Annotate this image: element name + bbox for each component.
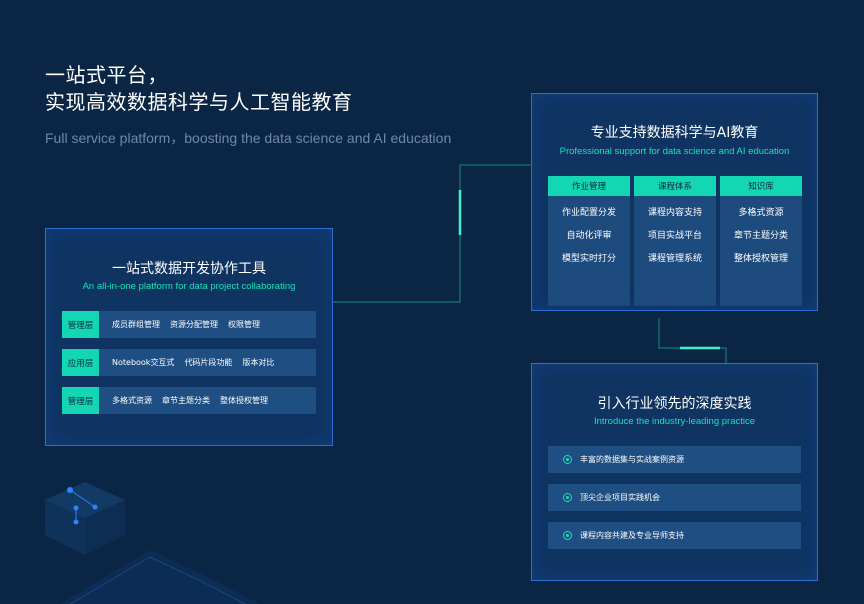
support-card: 专业支持数据科学与AI教育 Professional support for d…: [531, 93, 818, 311]
layer-item: 多格式资源: [112, 396, 152, 405]
hero-title-line1: 一站式平台，: [45, 63, 168, 87]
layer-item: 权限管理: [228, 320, 260, 329]
column-item: 多格式资源: [738, 208, 784, 218]
layer-item: 版本对比: [242, 358, 275, 367]
column-item: 自动化评审: [566, 231, 612, 241]
card-title: 引入行业领先的深度实践: [597, 396, 752, 412]
collaboration-tool-card: 一站式数据开发协作工具 An all-in-one platform for d…: [45, 228, 333, 446]
target-dot-icon: [563, 455, 572, 464]
practice-item: 顶尖企业项目实践机会: [548, 484, 801, 511]
layer-row: 管理层 成员群组管理 资源分配管理 权限管理: [62, 311, 316, 338]
hero-subtitle: Full service platform，boosting the data …: [45, 130, 452, 146]
layer-item: 成员群组管理: [112, 320, 160, 329]
practice-card: 引入行业领先的深度实践 Introduce the industry-leadi…: [531, 363, 818, 581]
layer-tag: 管理层: [62, 387, 99, 414]
layer-row: 应用层 Notebook交互式 代码片段功能 版本对比: [62, 349, 316, 376]
column-item: 作业配置分发: [561, 208, 616, 218]
card-subtitle: Introduce the industry-leading practice: [593, 416, 756, 427]
column-header: 课程体系: [634, 176, 716, 196]
column-item: 项目实战平台: [647, 231, 702, 241]
support-column: 作业管理 作业配置分发 自动化评审 模型实时打分: [548, 176, 630, 306]
column-item: 课程管理系统: [647, 254, 702, 264]
decorative-cube-graphic: [45, 482, 260, 604]
layer-item: 章节主题分类: [162, 396, 210, 405]
card-title: 专业支持数据科学与AI教育: [590, 125, 759, 141]
practice-item: 丰富的数据集与实战案例资源: [548, 446, 801, 473]
column-item: 章节主题分类: [733, 231, 788, 241]
column-item: 整体授权管理: [733, 254, 788, 264]
card-subtitle: Professional support for data science an…: [559, 146, 790, 157]
hero-title: 一站式平台， 实现高效数据科学与人工智能教育: [45, 62, 353, 116]
card-title: 一站式数据开发协作工具: [112, 261, 266, 277]
layer-tag: 管理层: [62, 311, 99, 338]
practice-item-label: 课程内容共建及专业导师支持: [580, 531, 684, 540]
support-column: 知识库 多格式资源 章节主题分类 整体授权管理: [720, 176, 802, 306]
column-item: 课程内容支持: [647, 208, 702, 218]
column-header: 作业管理: [548, 176, 630, 196]
layer-row: 管理层 多格式资源 章节主题分类 整体授权管理: [62, 387, 316, 414]
support-column: 课程体系 课程内容支持 项目实战平台 课程管理系统: [634, 176, 716, 306]
column-header: 知识库: [720, 176, 802, 196]
layer-tag: 应用层: [62, 349, 99, 376]
layer-item: Notebook交互式: [112, 358, 175, 367]
layer-item: 代码片段功能: [184, 358, 233, 367]
column-item: 模型实时打分: [561, 254, 616, 264]
target-dot-icon: [563, 493, 572, 502]
card-subtitle: An all-in-one platform for data project …: [82, 281, 296, 292]
target-dot-icon: [563, 531, 572, 540]
layer-item: 整体授权管理: [220, 396, 268, 405]
hero-title-line2: 实现高效数据科学与人工智能教育: [45, 90, 353, 114]
practice-item-label: 丰富的数据集与实战案例资源: [580, 455, 684, 464]
practice-item-label: 顶尖企业项目实践机会: [580, 493, 660, 502]
practice-item: 课程内容共建及专业导师支持: [548, 522, 801, 549]
layer-item: 资源分配管理: [170, 320, 218, 329]
